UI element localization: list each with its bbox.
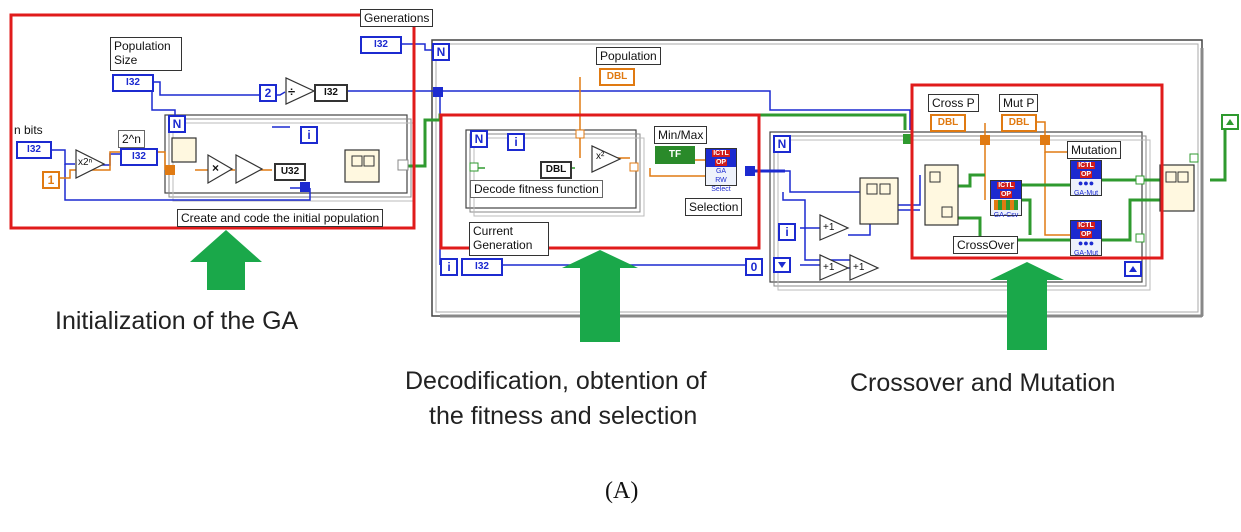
increment-primitive-3: +1 <box>853 262 865 273</box>
init-loop-index-terminal: i <box>300 126 318 144</box>
min-max-control: TF <box>655 146 695 164</box>
caption-initialization: Initialization of the GA <box>55 307 299 335</box>
init-loop-count-terminal: N <box>168 115 186 133</box>
tunnels <box>165 87 1199 243</box>
power-of-2-primitive: x² <box>596 151 605 162</box>
generations-control: I32 <box>360 36 402 54</box>
figure-label: (A) <box>605 478 639 504</box>
outer-loop-count-terminal: N <box>432 43 450 61</box>
create-code-label: Create and code the initial population <box>177 209 384 227</box>
generations-label: Generations <box>360 9 434 27</box>
two-pow-n-label: 2^n <box>118 130 145 148</box>
cross-p-label: Cross P <box>928 94 979 112</box>
const-0: 0 <box>745 258 763 276</box>
caption-decodification-line1: Decodification, obtention of <box>405 367 707 395</box>
increment-primitive-1: +1 <box>823 222 835 233</box>
two-pow-n-indicator: I32 <box>120 148 158 166</box>
green-arrows <box>190 230 1064 350</box>
population-indicator: DBL <box>599 68 635 86</box>
current-generation-label: Current Generation <box>469 222 549 256</box>
init-highlight <box>9 13 416 230</box>
mut-p-control: DBL <box>1001 114 1037 132</box>
decode-loop-count-terminal: N <box>470 130 488 148</box>
outer-loop-index-terminal: i <box>440 258 458 276</box>
arrow-crossover <box>990 262 1064 350</box>
n-bits-control: I32 <box>16 141 52 159</box>
divide-primitive: ÷ <box>288 84 296 99</box>
crossover-loop-index-terminal: i <box>778 223 796 241</box>
power-of-2n-primitive: x2ⁿ <box>78 157 93 168</box>
u32-convert: U32 <box>274 163 306 181</box>
mut-p-label: Mut P <box>999 94 1039 112</box>
decode-highlight <box>439 113 761 250</box>
population-size-label: Population Size <box>110 37 182 71</box>
ga-mutation-subvi-2: ICTL OP ●●● GA-Mut <box>1070 220 1102 257</box>
decode-loop-index-terminal: i <box>507 133 525 151</box>
min-max-label: Min/Max <box>654 126 708 144</box>
selection-label: Selection <box>685 198 743 216</box>
ga-select-subvi: ICTL OP GA RW Select <box>705 148 737 193</box>
i32-constant: I32 <box>314 84 348 102</box>
n-bits-label: n bits <box>14 123 43 137</box>
const-2: 2 <box>259 84 277 102</box>
arrow-decode <box>562 250 638 342</box>
shift-registers <box>773 114 1239 277</box>
population-size-control: I32 <box>112 74 154 92</box>
const-1: 1 <box>42 171 60 189</box>
current-generation-indicator: I32 <box>461 258 503 276</box>
crossover-loop-count-terminal: N <box>773 135 791 153</box>
ga-crossover-subvi: ICTL OP GA-Csv <box>990 180 1022 219</box>
primitive-triangles <box>75 77 880 281</box>
ga-mutation-subvi-1: ICTL OP ●●● GA-Mut <box>1070 160 1102 197</box>
dbl-convert: DBL <box>540 161 572 179</box>
mutation-label: Mutation <box>1067 141 1122 159</box>
crossover-box-label: CrossOver <box>953 236 1019 254</box>
highlight-boxes <box>9 13 1164 260</box>
caption-decodification-line2: the fitness and selection <box>429 402 698 430</box>
increment-primitive-2: +1 <box>823 262 835 273</box>
decode-fitness-label: Decode fitness function <box>470 180 603 198</box>
multiply-primitive: × <box>212 161 220 175</box>
crossover-highlight <box>910 83 1164 260</box>
arrow-init <box>190 230 262 290</box>
caption-crossover: Crossover and Mutation <box>850 369 1116 397</box>
population-label: Population <box>596 47 661 65</box>
cross-p-control: DBL <box>930 114 966 132</box>
orange-wires <box>60 77 1070 236</box>
